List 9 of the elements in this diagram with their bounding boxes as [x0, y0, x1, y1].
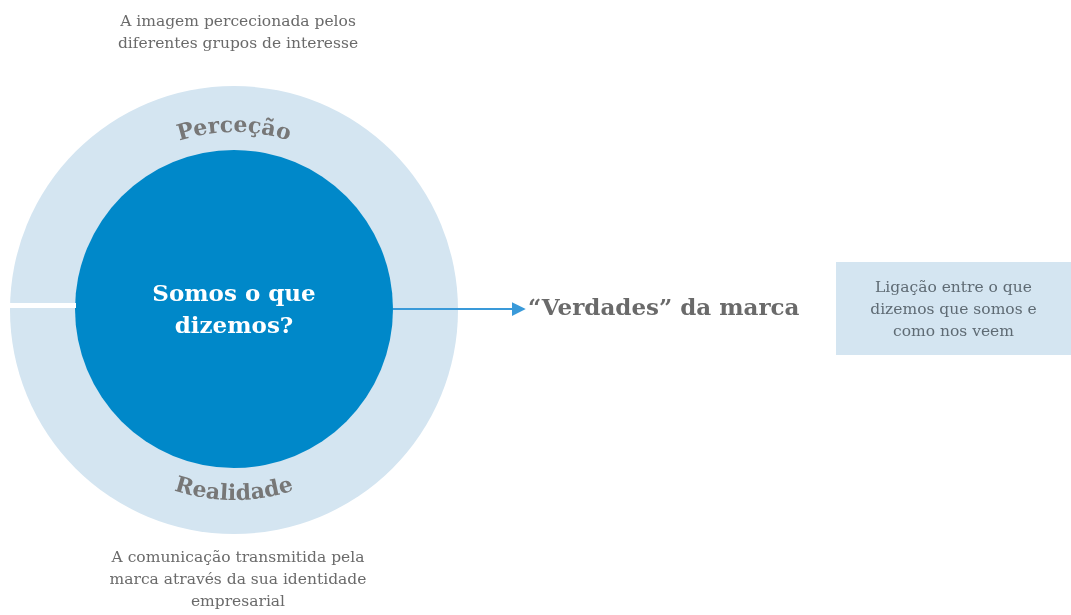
ring-label: Perceção [173, 110, 295, 146]
note-box [836, 262, 1071, 355]
ring-label: Realidade [172, 470, 296, 506]
caption-text: A comunicação transmitida pela marca através da sua identidade empresarial [108, 547, 368, 612]
caption-text: A imagem percecionada pelos diferentes grupos de interesse [116, 11, 360, 54]
circle-label: Somos o que dizemos? [151, 278, 317, 340]
heading-text: “Verdades” da marca [528, 290, 800, 324]
arrow [392, 302, 526, 316]
note-text: Ligação entre o que dizemos que somos e como nos veem [869, 276, 1038, 342]
